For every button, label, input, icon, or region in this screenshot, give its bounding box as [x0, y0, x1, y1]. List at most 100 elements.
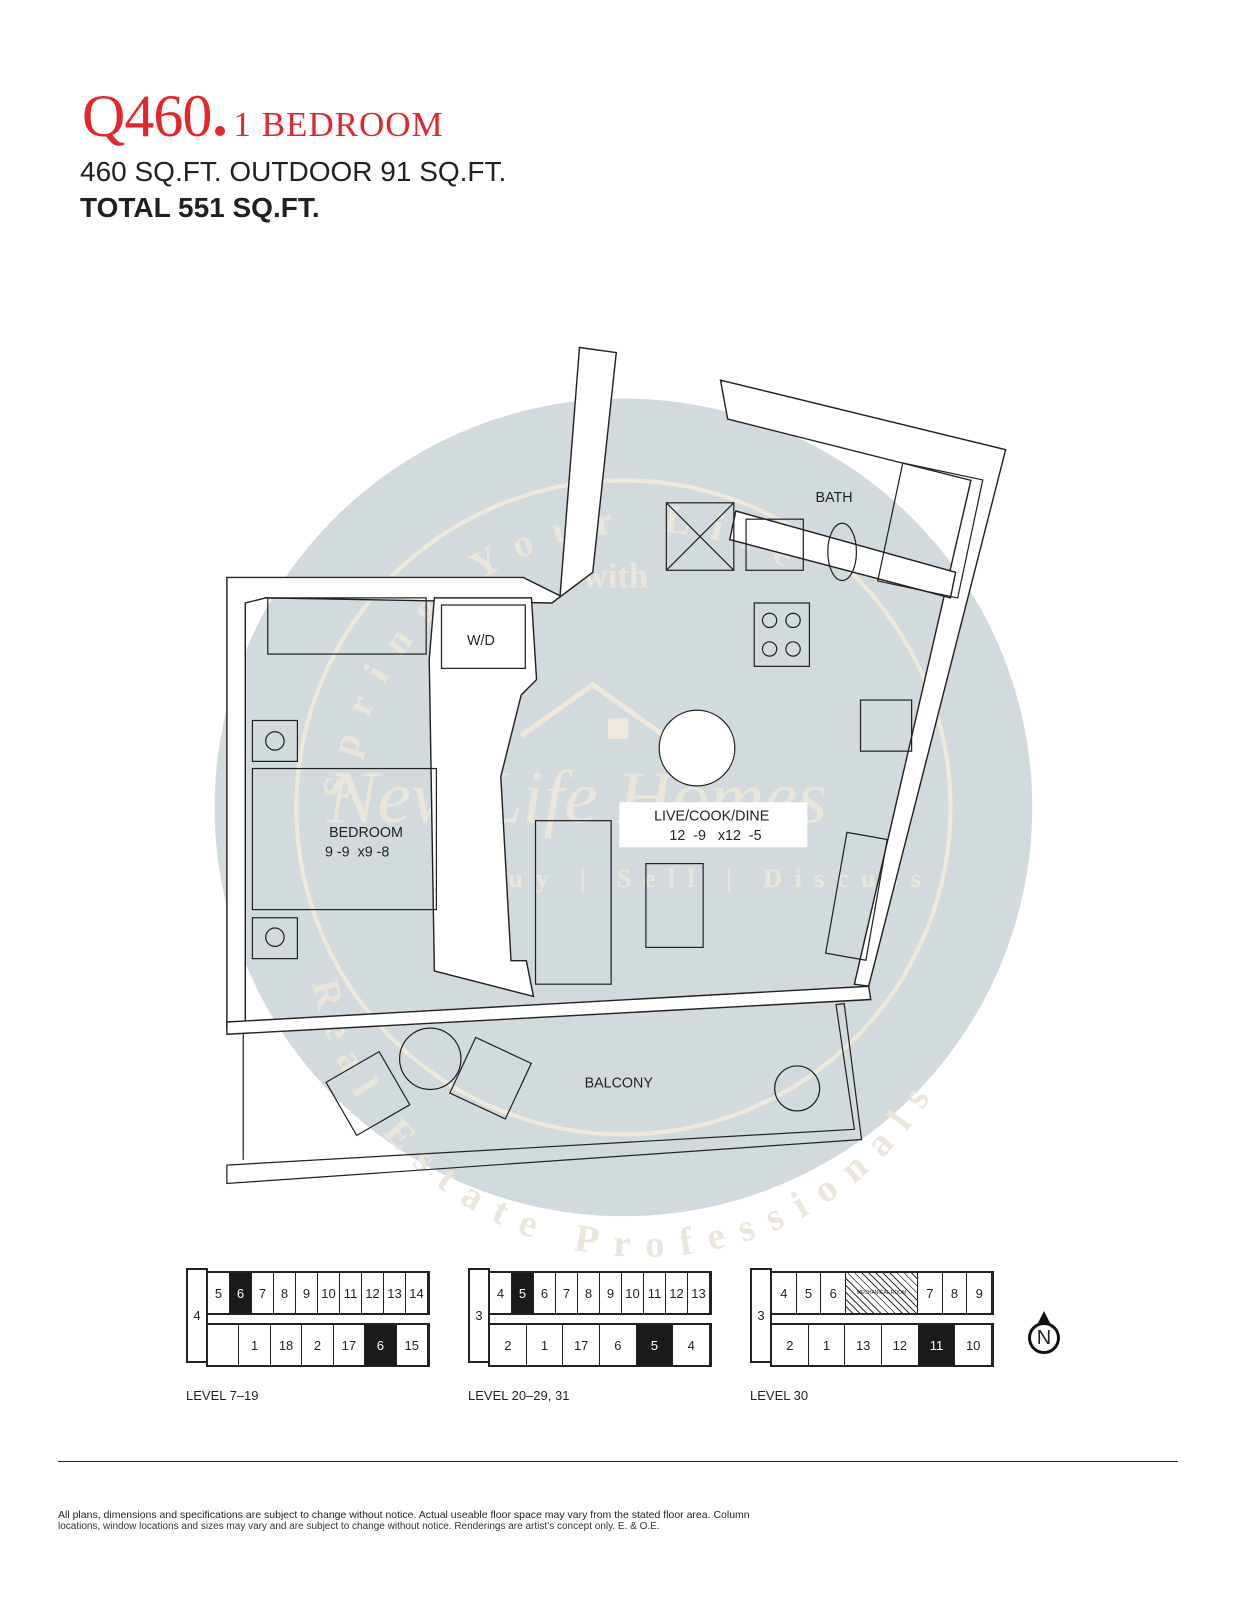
key-plan-unit: 9	[600, 1273, 622, 1313]
key-plan-unit-highlighted: 5	[512, 1273, 534, 1313]
key-plan-unit: 8	[578, 1273, 600, 1313]
room-label-bedroom: BEDROOM	[329, 825, 403, 841]
key-plan-unit: 13	[384, 1273, 406, 1313]
key-plan-unit: 5	[208, 1273, 230, 1313]
room-label-balcony: BALCONY	[585, 1075, 654, 1091]
bath-sink	[745, 518, 804, 571]
key-plan-unit: 13	[845, 1325, 883, 1365]
key-plan-unit: MECHANICAL ROOM	[846, 1273, 919, 1313]
key-plan-unit: 7	[252, 1273, 274, 1313]
key-plan-label: LEVEL 7–19	[186, 1388, 259, 1403]
disclaimer-line-2: locations, window locations and sizes ma…	[58, 1521, 660, 1532]
unit-title: Q460 1 BEDROOM	[82, 82, 444, 151]
key-plan-unit: 8	[274, 1273, 296, 1313]
stove	[753, 602, 811, 667]
key-plan-unit: 5	[797, 1273, 822, 1313]
key-plan-unit: 4	[673, 1325, 711, 1365]
divider	[58, 1461, 1178, 1462]
key-plan-unit: 6	[821, 1273, 847, 1313]
wall-bath-divider	[728, 510, 957, 599]
key-plan-unit: 2	[302, 1325, 334, 1365]
key-plan-unit: 13	[688, 1273, 710, 1313]
key-plan-unit: 3	[468, 1268, 490, 1363]
compass-label: N	[1036, 1326, 1052, 1349]
bedroom-dimensions: 9 -9 x9 -8	[325, 844, 389, 860]
bed	[251, 767, 438, 911]
key-plan-unit	[208, 1325, 240, 1365]
balcony-railing	[226, 1002, 863, 1185]
key-plan-unit: 10	[318, 1273, 340, 1313]
total-area: TOTAL 551 SQ.FT.	[80, 192, 320, 223]
sofa	[534, 820, 612, 985]
north-compass-icon: N	[1028, 1311, 1060, 1354]
key-plan-unit: 15	[397, 1325, 428, 1365]
key-plan-unit: 17	[563, 1325, 601, 1365]
key-plan-unit: 7	[918, 1273, 943, 1313]
unit-type: 1 BEDROOM	[233, 105, 444, 144]
key-plan-label: LEVEL 30	[750, 1388, 809, 1403]
key-plan-unit: 2	[772, 1325, 809, 1365]
shower-box	[665, 502, 735, 571]
key-plan-unit: 6	[600, 1325, 637, 1365]
plant-icon	[774, 1065, 821, 1112]
room-label-live-cook-dine: LIVE/COOK/DINE	[654, 809, 769, 825]
toilet	[827, 522, 858, 582]
key-plan-unit: 4	[772, 1273, 797, 1313]
key-plan-unit: 11	[340, 1273, 362, 1313]
key-plan-unit: 2	[490, 1325, 527, 1365]
watermark-tagline: Buy | Sell | Discuss	[478, 863, 933, 893]
key-plan-unit: 12	[666, 1273, 688, 1313]
nightstand-top	[251, 719, 299, 763]
key-plan-unit: 9	[296, 1273, 318, 1313]
tv-console	[824, 831, 888, 961]
key-plan-label: LEVEL 20–29, 31	[468, 1388, 570, 1403]
wall-bedroom-divider	[428, 597, 538, 998]
unit-code: Q460	[82, 83, 212, 149]
nightstand-bottom	[251, 917, 299, 960]
key-plan-unit: 17	[334, 1325, 366, 1365]
wall-bath-top	[719, 379, 1007, 988]
key-plan-unit: 1	[239, 1325, 271, 1365]
key-plan-unit: 12	[882, 1325, 919, 1365]
key-plan-unit: 11	[644, 1273, 666, 1313]
key-plan-unit-highlighted: 11	[918, 1325, 956, 1365]
key-plan-unit: 3	[750, 1268, 772, 1363]
balcony-chair-right	[449, 1036, 533, 1120]
dining-table	[658, 709, 736, 787]
key-plan-unit: 4	[490, 1273, 512, 1313]
room-label-bath: BATH	[816, 490, 853, 506]
bullet-dot	[215, 126, 226, 136]
house-logo-icon	[519, 681, 666, 738]
key-plan-unit: 14	[406, 1273, 428, 1313]
kitchen-sink	[859, 699, 913, 752]
key-plan-unit: 1	[809, 1325, 846, 1365]
area-line: 460 SQ.FT. OUTDOOR 91 SQ.FT.	[80, 156, 507, 187]
key-plan-unit: 8	[943, 1273, 968, 1313]
balcony-chair-left	[325, 1050, 411, 1137]
key-plan-unit-highlighted: 5	[636, 1325, 674, 1365]
key-plan-unit: 7	[556, 1273, 578, 1313]
key-plan-unit-highlighted: 6	[365, 1325, 397, 1365]
balcony-table	[398, 1027, 462, 1091]
room-label-wd: W/D	[467, 633, 495, 649]
window-wall	[226, 985, 872, 1036]
key-plan-unit: 18	[271, 1325, 303, 1365]
closet	[267, 597, 427, 655]
key-plan-unit: 9	[967, 1273, 993, 1313]
live-dimensions: 12 -9 x12 -5	[669, 828, 761, 844]
disclaimer-line-1: All plans, dimensions and specifications…	[58, 1509, 750, 1521]
key-plan-unit: 1	[527, 1325, 564, 1365]
watermark-ring	[294, 478, 953, 1137]
key-plan-unit-highlighted: 6	[230, 1273, 252, 1313]
key-plan-unit: 6	[534, 1273, 556, 1313]
key-plan-unit: 10	[622, 1273, 644, 1313]
